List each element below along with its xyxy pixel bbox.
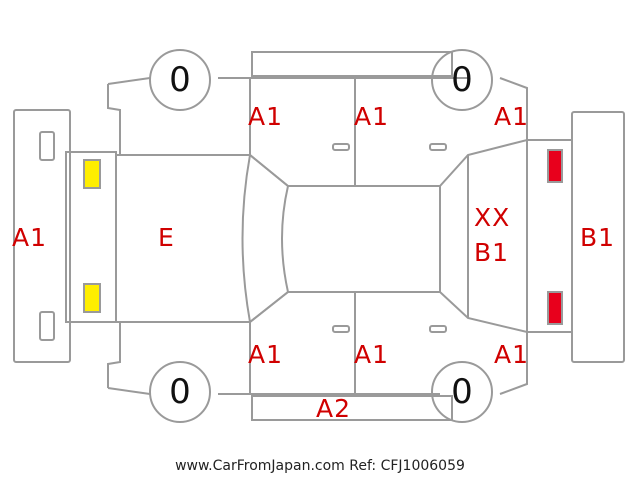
wheel-rear-top-value: 0 — [451, 60, 473, 100]
front-light-bottom — [83, 283, 101, 313]
label-rear-panel-1: XX — [474, 203, 511, 232]
label-rear-bumper: B1 — [580, 223, 616, 252]
wheel-front-bottom-value: 0 — [169, 372, 191, 412]
label-fender-right-top: A1 — [494, 102, 530, 131]
label-fender-right-bottom: A1 — [494, 340, 530, 369]
label-rocker-bottom: A2 — [316, 394, 352, 423]
label-rear-panel-2: B1 — [474, 238, 510, 267]
front-bumper-outline — [13, 109, 71, 363]
label-roof-front-left: A1 — [248, 102, 284, 131]
rear-light-bottom — [547, 291, 563, 325]
label-door-bottom-left: A1 — [248, 340, 284, 369]
front-light-top — [83, 159, 101, 189]
label-hood: E — [158, 223, 175, 252]
rear-light-top — [547, 149, 563, 183]
label-door-bottom-right: A1 — [354, 340, 390, 369]
wheel-front-top-value: 0 — [169, 60, 191, 100]
wheel-rear-bottom-value: 0 — [451, 372, 473, 412]
label-roof-front-right: A1 — [354, 102, 390, 131]
label-front-bumper: A1 — [12, 223, 48, 252]
footer-reference: www.CarFromJapan.com Ref: CFJ1006059 — [175, 458, 465, 474]
